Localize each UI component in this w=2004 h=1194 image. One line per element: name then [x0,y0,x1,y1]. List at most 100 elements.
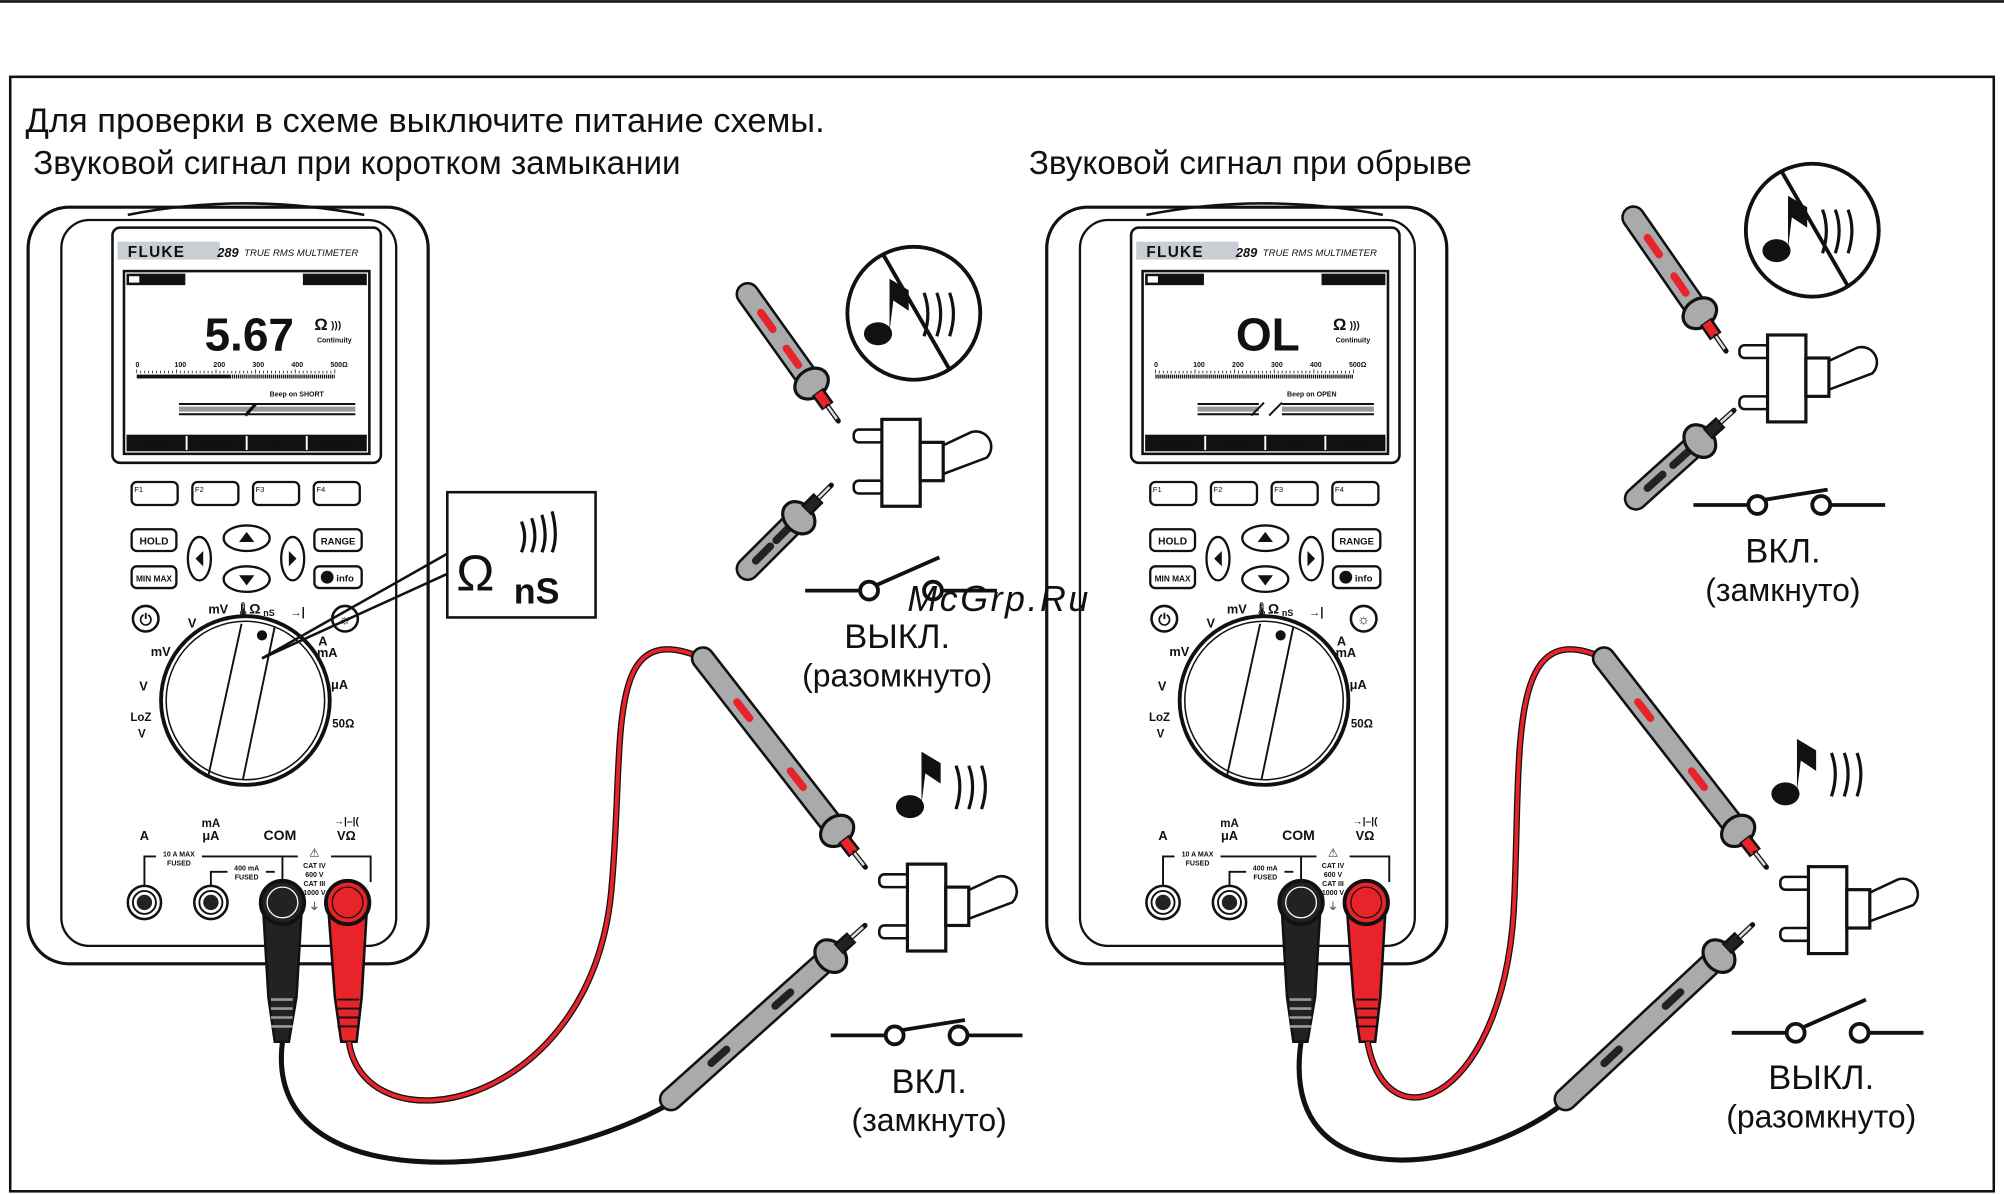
sound-wave [550,510,557,553]
label-closed-desc: (замкнуто) [852,1102,1007,1138]
switch-terminal-top [1738,343,1772,360]
range-button[interactable]: RANGE [1331,528,1382,553]
screen-frame [1141,269,1390,456]
jack-socket-hole [203,894,219,911]
softkey-save[interactable]: Save [1224,439,1248,450]
dial-v-ac: V [139,678,148,693]
switch-symbol-contact [883,1024,906,1047]
scale-label: 400 [291,362,303,369]
speaker-icon: ◀)) [1365,275,1379,285]
ground-icon: ⏚ [1328,901,1338,913]
black-test-lead-plug [261,908,303,1044]
softkey-setup[interactable]: Setup [323,439,350,450]
brand-bar [1136,241,1239,260]
switch-terminal-top [878,873,912,889]
key-label: F1 [134,485,143,494]
key-label: F4 [316,485,326,494]
dial-ua: μA [331,677,348,692]
sound-wave [935,292,943,337]
arrow-icon [1257,531,1273,543]
function-key-f1[interactable]: F1 [130,480,179,507]
jack-label-ua: μA [202,828,219,843]
dial-mv-dc: mV [208,602,228,617]
sound-wave [1829,752,1837,797]
scale-label: 500Ω [1349,362,1367,369]
com-jack-plug-ring [266,886,299,919]
info-icon [1339,570,1353,584]
power-button[interactable] [131,604,160,633]
function-key-f3[interactable]: F3 [251,480,301,507]
softkey-setup[interactable]: Setup [1342,439,1369,450]
probe-grip-stripe [1670,272,1690,297]
probe-tip-collar-fill [814,390,831,409]
probe-tip-collar-fill [840,837,858,855]
dial-indicator-dot [256,630,268,641]
function-key-f2[interactable]: F2 [191,480,240,507]
warning-icon: ⚠ [1328,847,1339,859]
warning-icon: ⚠ [309,847,320,859]
label-closed: ВКЛ.(замкнуто) [852,1063,1007,1138]
fuse-10a-rating: 10 A MAX [163,851,195,858]
probe-body [1623,207,1710,323]
black-probe-bottom [658,922,868,1112]
key-label: F4 [1335,485,1345,494]
thermometer-icon: 🌡︎ [235,602,251,617]
minmax-button[interactable]: MIN MAX [1149,565,1197,590]
label-closed-desc: (замкнуто) [1705,572,1860,608]
dial-50ohm: 50Ω [1351,718,1373,730]
minmax-button[interactable]: MIN MAX [130,565,178,590]
battery-icon [129,276,140,283]
closed-switch-symbol [830,1018,1023,1047]
hold-button[interactable]: HOLD [1149,528,1197,553]
dial-v-ac: V [1158,678,1167,693]
function-key-f2[interactable]: F2 [1209,480,1259,507]
power-button[interactable] [1150,604,1179,633]
sound-wave [1833,209,1841,254]
softkey-menu[interactable]: Menu [1162,439,1188,450]
key-outline [312,480,361,507]
sound-wave [967,765,975,810]
button-outline [130,528,178,553]
function-key-f4[interactable]: F4 [312,480,361,507]
info-button[interactable]: info [1331,565,1382,590]
function-key-f1[interactable]: F1 [1149,480,1198,507]
arrow-icon [288,550,297,567]
probe-grip-stripe [751,542,775,565]
mode-label: Continuity [1336,338,1371,345]
softkey-ω[interactable]: Ω [1291,439,1299,450]
function-key-f4[interactable]: F4 [1331,480,1380,507]
softkey-menu[interactable]: Menu [144,439,170,450]
backlight-icon: ☼ [1357,611,1370,627]
switch-lever [928,430,993,479]
black-lead-wire [278,1041,679,1165]
label-open-desc: (разомкнуто) [1726,1098,1916,1134]
scale-label: 100 [174,362,186,369]
fuse-400ma-label: FUSED [235,874,259,881]
softkey-ω[interactable]: Ω [273,439,281,450]
black-probe-top [1623,407,1737,511]
jack-label-com: COM [1282,827,1315,843]
beep-mode-label: Beep on OPEN [1287,391,1337,398]
sound-wave [954,765,962,810]
jack-label-ma: mA [202,818,221,830]
scale-label: 500Ω [330,362,348,369]
switch-symbol-blade [1801,997,1867,1030]
switch-terminal-bottom [852,479,886,495]
function-key-f3[interactable]: F3 [1270,480,1319,507]
switch-symbol-blade [874,555,941,588]
backlight-button[interactable] [1349,604,1378,633]
hold-button[interactable]: HOLD [130,528,178,553]
cat-rating: 600 V [305,872,324,879]
dial-a: A [318,634,327,649]
diode-capacitor-jack-icon: →|–|( [334,816,360,827]
red-probe-bottom [690,646,868,870]
info-button[interactable]: info [313,565,363,590]
softkey-save[interactable]: Save [205,439,229,450]
range-button[interactable]: RANGE [313,528,363,553]
red-test-lead-plug [1345,908,1387,1044]
dial-mv-dc: mV [1227,602,1247,617]
left-title: Звуковой сигнал при коротком замыкании [33,145,680,182]
